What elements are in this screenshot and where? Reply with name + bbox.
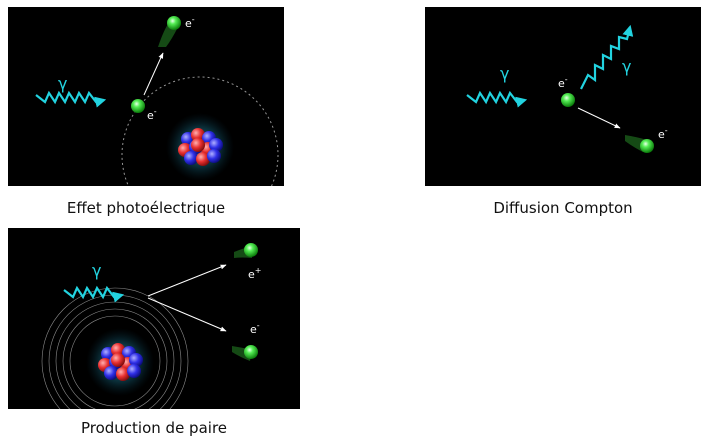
electron-label-out: e- — [658, 126, 668, 141]
electron-target — [561, 93, 575, 107]
gamma-out-label: γ — [622, 57, 631, 76]
field-rings — [41, 287, 189, 409]
pair-production-caption: Production de paire — [80, 419, 228, 437]
gamma-in-label: γ — [500, 64, 509, 83]
pair-production-panel: γ e+ e- — [8, 228, 300, 409]
electron-label-in: e- — [147, 107, 157, 122]
nucleus-icon — [86, 328, 154, 396]
electron-label: e- — [250, 321, 260, 336]
electron-label-in: e- — [558, 75, 568, 90]
gamma-label: γ — [92, 261, 101, 280]
positron-arrow — [147, 264, 227, 297]
electron-arrow — [147, 297, 227, 332]
positron-label: e+ — [248, 266, 261, 281]
photoelectric-caption: Effet photoélectrique — [66, 199, 226, 217]
positron — [244, 243, 258, 257]
photon-wave — [63, 285, 125, 303]
nucleus-icon — [166, 113, 234, 181]
scatter-arrow — [577, 107, 621, 129]
compton-caption: Diffusion Compton — [493, 199, 633, 217]
photon-in-wave — [466, 90, 528, 108]
electron-label-out: e- — [185, 15, 195, 30]
compton-panel: γ e- γ e- — [425, 7, 701, 186]
electron-bound — [131, 99, 145, 113]
electron — [244, 345, 258, 359]
electron-scattered — [640, 139, 654, 153]
electron-ejected — [167, 16, 181, 30]
atom-orbit — [121, 76, 279, 186]
gamma-label: γ — [58, 74, 67, 93]
photoelectric-panel: γ e- e- — [8, 7, 284, 186]
photon-out-wave — [580, 24, 634, 90]
ejection-arrow — [143, 52, 164, 96]
photon-wave — [35, 90, 107, 108]
